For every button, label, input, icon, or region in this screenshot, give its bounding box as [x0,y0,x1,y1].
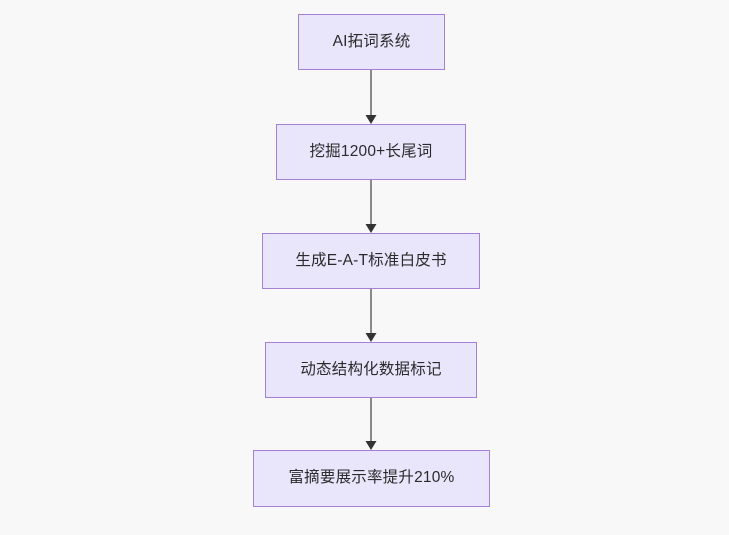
arrowhead-icon [365,333,377,342]
arrowhead-icon [365,441,377,450]
flow-arrow-n2-to-n3 [365,180,377,233]
flow-node-n3[interactable]: 生成E-A-T标准白皮书 [262,233,480,289]
flow-arrow-n3-to-n4 [365,289,377,342]
flow-node-n5[interactable]: 富摘要展示率提升210% [253,450,490,507]
flow-node-n1[interactable]: AI拓词系统 [298,14,445,70]
flow-arrow-n4-to-n5 [365,398,377,450]
flow-node-label: 生成E-A-T标准白皮书 [295,251,447,269]
arrowhead-icon [365,224,377,233]
flow-node-label: 挖掘1200+长尾词 [309,142,433,160]
flow-arrow-n1-to-n2 [365,70,377,124]
flow-node-label: 动态结构化数据标记 [300,360,442,378]
flow-node-n2[interactable]: 挖掘1200+长尾词 [276,124,466,180]
flow-node-n4[interactable]: 动态结构化数据标记 [265,342,477,398]
flow-node-label: AI拓词系统 [332,32,411,50]
flow-node-label: 富摘要展示率提升210% [288,469,455,487]
arrowhead-icon [365,115,377,124]
